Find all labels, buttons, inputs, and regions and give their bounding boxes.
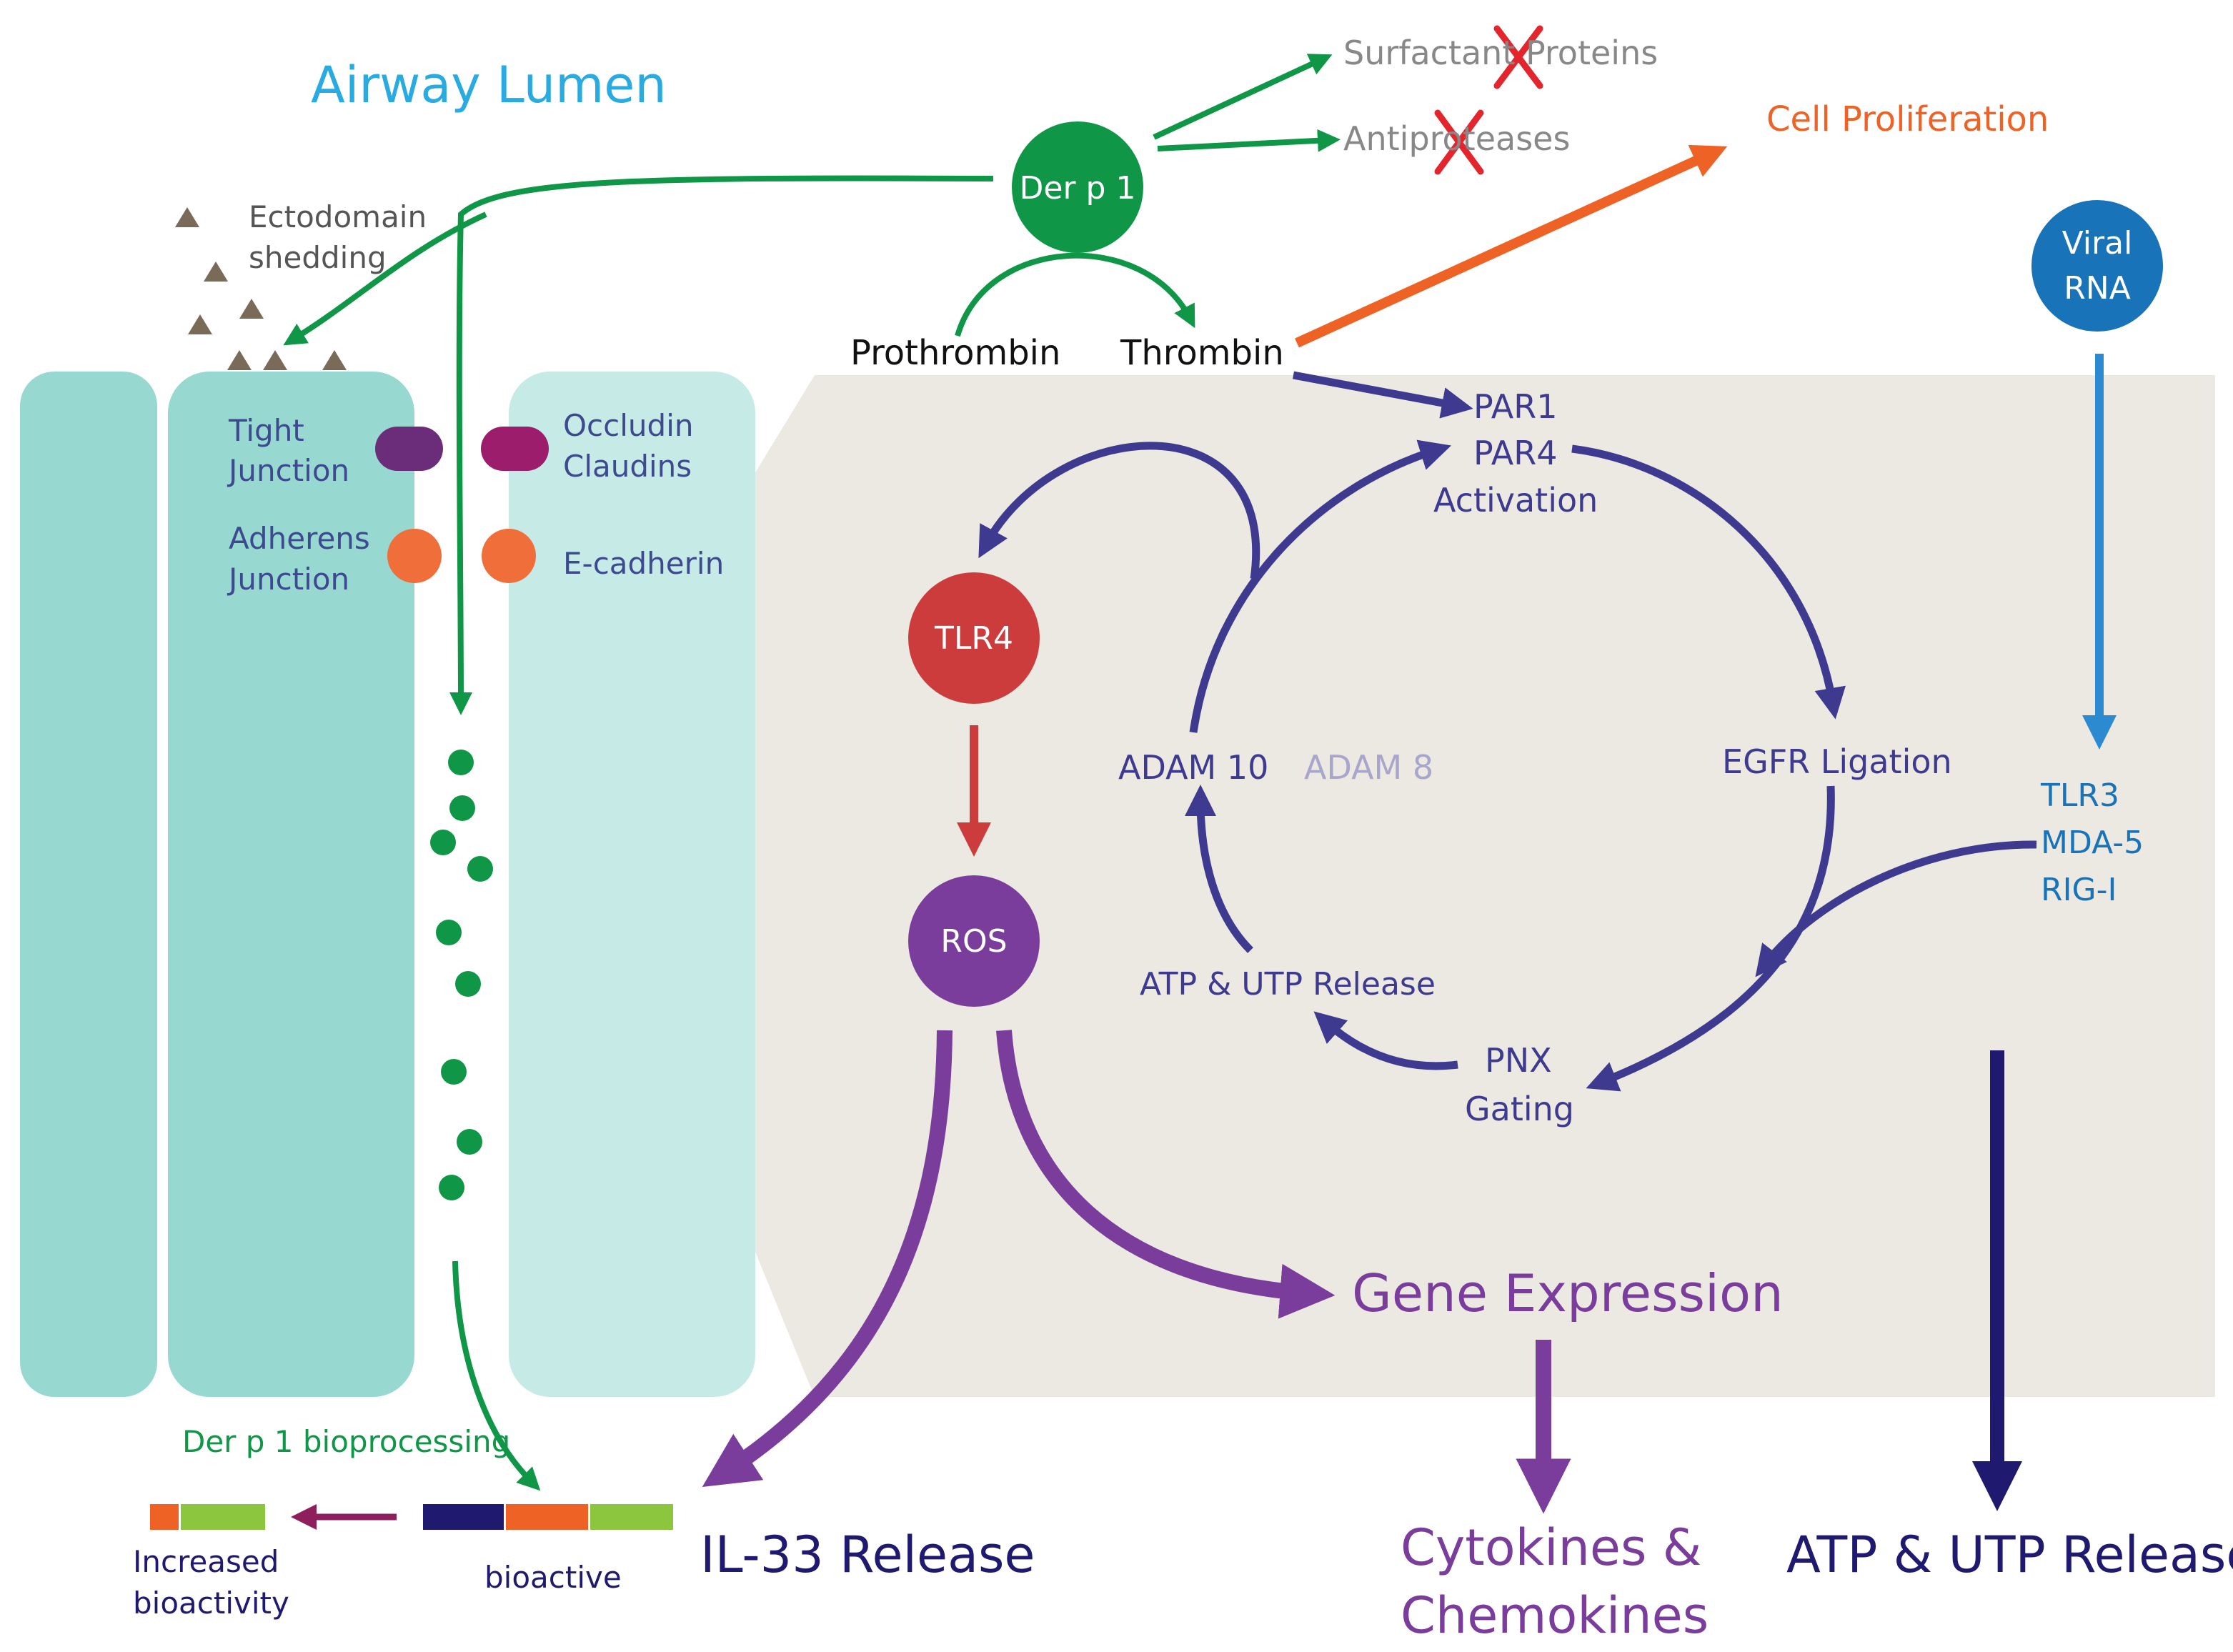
cell-proliferation-label: Cell Proliferation xyxy=(1766,99,2049,139)
arrow-bioprocessing xyxy=(452,1260,541,1491)
mda5-label: MDA-5 xyxy=(2041,825,2144,861)
adherens-junction-label-2: Junction xyxy=(227,562,349,597)
der-p1-arrows xyxy=(283,54,1341,1491)
ros-node: ROS xyxy=(908,875,1040,1007)
gene-expression-label: Gene Expression xyxy=(1352,1263,1784,1323)
viral-rna-node: Viral RNA xyxy=(2031,200,2163,332)
ros-label: ROS xyxy=(940,923,1007,960)
antiproteases-label: Antiproteases xyxy=(1343,119,1570,158)
arrow-prothrombin-thrombin xyxy=(955,252,1195,337)
pnx-label: PNX xyxy=(1485,1041,1552,1080)
ectodomain-label-2: shedding xyxy=(249,240,387,275)
adherens-junction xyxy=(387,529,536,583)
il33-release-label: IL-33 Release xyxy=(700,1526,1035,1584)
inhibition-x-marks xyxy=(1434,25,1543,175)
increased-bioactivity-label-1: Increased xyxy=(133,1544,279,1579)
tlr3-label: TLR3 xyxy=(2040,777,2119,814)
arrow-ros-to-gene-expression xyxy=(996,1030,1336,1319)
par4-label: PAR4 xyxy=(1473,434,1558,472)
rig-i-label: RIG-I xyxy=(2041,872,2117,908)
tight-junction-label-2: Junction xyxy=(227,453,349,488)
increased-bioactivity-label-2: bioactivity xyxy=(133,1586,289,1621)
ros-outputs xyxy=(702,1030,1571,1514)
arrow-cell-proliferation xyxy=(1295,144,1728,348)
egfr-label: EGFR Ligation xyxy=(1722,742,1952,781)
arrow-atp-to-adam xyxy=(1185,785,1253,953)
arrow-to-surfactant xyxy=(1153,54,1333,140)
il33-fragments xyxy=(150,1504,673,1530)
atp-utp-inner-label: ATP & UTP Release xyxy=(1140,966,1436,1002)
surfactant-label: Surfactant Proteins xyxy=(1343,34,1658,72)
epithelial-cell-right xyxy=(509,372,755,1397)
ectodomain-label-1: Ectodomain xyxy=(249,199,427,234)
atp-utp-outer-label: ATP & UTP Release xyxy=(1786,1526,2233,1584)
ectodomain-fragments xyxy=(175,207,347,370)
gating-label: Gating xyxy=(1465,1090,1574,1128)
increased-bioactivity-bar xyxy=(150,1504,265,1530)
par-cycle xyxy=(978,371,2037,1092)
arrow-pnx-to-atp xyxy=(1313,1011,1458,1070)
claudins-label: Claudins xyxy=(563,449,692,484)
labels: Airway Lumen Ectodomain shedding Tight J… xyxy=(133,34,2233,1645)
arrow-derp1-to-paracellular xyxy=(449,175,994,715)
x-mark-antiproteases xyxy=(1434,109,1484,175)
occludin-label: Occludin xyxy=(563,408,693,443)
tight-junction-label-1: Tight xyxy=(228,413,304,448)
cell-interior-panel xyxy=(565,375,2215,1397)
arrow-ros-to-il33 xyxy=(702,1030,953,1488)
adam10-label: ADAM 10 xyxy=(1118,748,1268,787)
tlr4-node: TLR4 xyxy=(908,572,1040,704)
tlr4-label: TLR4 xyxy=(934,620,1013,657)
e-cadherin-label: E-cadherin xyxy=(563,546,724,581)
thrombin-label: Thrombin xyxy=(1120,333,1284,373)
bioactive-bar xyxy=(423,1504,673,1530)
der-p1-particles xyxy=(430,750,493,1200)
der-p1-bioprocessing-label: Der p 1 bioprocessing xyxy=(182,1424,510,1459)
cytokines-label-1: Cytokines & xyxy=(1401,1518,1701,1577)
activation-label: Activation xyxy=(1433,481,1598,519)
tight-junction xyxy=(375,427,549,471)
arrow-thrombin-to-par xyxy=(1292,371,1473,419)
cytokines-label-2: Chemokines xyxy=(1401,1586,1709,1645)
arrow-viral-to-pnx xyxy=(1755,840,2037,977)
viral-rna-label-2: RNA xyxy=(2064,270,2131,307)
arrow-adam-to-par xyxy=(1189,439,1451,733)
arrow-par-to-egfr xyxy=(1571,444,1846,720)
arrow-to-antiproteases xyxy=(1157,129,1341,152)
x-mark-surfactant xyxy=(1493,25,1543,89)
arrow-adam-to-tlr4 xyxy=(978,442,1260,579)
epithelial-cell-left xyxy=(20,372,157,1397)
arrow-to-ectodomain xyxy=(283,212,487,346)
bioactive-label: bioactive xyxy=(484,1560,622,1595)
par1-label: PAR1 xyxy=(1473,387,1558,426)
der-p1-node: Der p 1 xyxy=(1012,121,1143,253)
der-p1-label: Der p 1 xyxy=(1020,170,1136,206)
epithelial-cells xyxy=(20,372,755,1397)
adam8-label: ADAM 8 xyxy=(1304,748,1433,787)
airway-lumen-label: Airway Lumen xyxy=(311,56,667,114)
adherens-junction-label-1: Adherens xyxy=(229,521,370,556)
epithelial-cell-center xyxy=(168,372,414,1397)
viral-rna-label-1: Viral xyxy=(2062,225,2133,262)
prothrombin-label: Prothrombin xyxy=(850,333,1060,373)
